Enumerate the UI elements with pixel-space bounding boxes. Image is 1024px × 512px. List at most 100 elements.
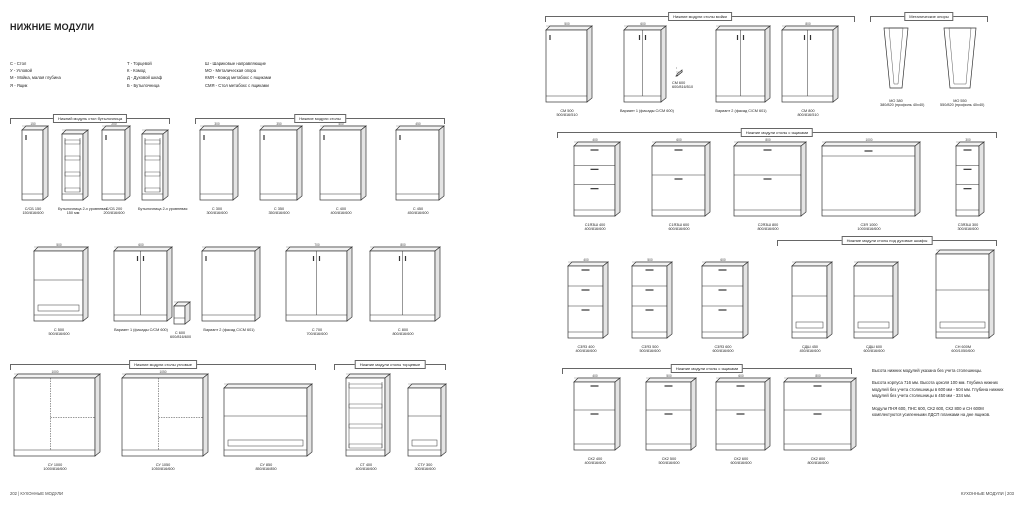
- dimension-label: 700: [314, 243, 320, 247]
- dimension-label: 500: [564, 22, 570, 26]
- cabinet-name: МО 380: [889, 99, 903, 103]
- cabinet-illustration: 1050: [121, 370, 209, 457]
- cabinet-name: СМ 600: [672, 81, 686, 85]
- cabinet-illustration: 800: [369, 243, 441, 322]
- dimension-label: 800: [815, 374, 821, 378]
- cabinet-name: СМ 500: [560, 109, 574, 113]
- section-header-drawers-2: Нижние модули столы с ящиками: [562, 364, 852, 374]
- cabinet-drawing: Вариант 2 (фасад С/СМ 601): [712, 24, 771, 122]
- cabinet-size: 450/816/600: [407, 211, 429, 216]
- legend-item: Ш - Шариковые направляющие: [205, 61, 266, 66]
- cabinet-illustration: [675, 67, 683, 77]
- cabinet-name: СДШ 600: [865, 345, 883, 349]
- cabinet-illustration: [141, 129, 169, 201]
- dimension-label: 400: [592, 374, 598, 378]
- cabinet-size: 1000/816/600: [857, 227, 881, 232]
- cabinet-name: СК2 600: [733, 457, 749, 461]
- cabinet-size: 200/816/600: [103, 211, 125, 216]
- legend-item: Я - Ящик: [10, 82, 28, 88]
- cabinet-name: С3Я3 600: [714, 345, 732, 349]
- cabinet-illustration: [935, 249, 995, 339]
- dimension-label: 350: [276, 122, 282, 126]
- cabinet-size: 550/820 (профиль 40x40): [940, 103, 985, 108]
- legend-item: МО - Металическая опора: [205, 68, 257, 74]
- cabinet-size: 800/816/600: [392, 332, 414, 337]
- page-title: НИЖНИЕ МОДУЛИ: [10, 22, 95, 32]
- cabinet-name: С/СБ 150: [24, 207, 42, 211]
- cabinet-size: 600/1050/600: [951, 349, 975, 354]
- cabinet-caption: Бутылочница 2-х уровневая: [138, 207, 187, 211]
- note-paragraph: Модули ПНЯ 600, ПНС 600, СК2 600, СК2 80…: [872, 405, 991, 418]
- cabinet-name: С 600: [174, 331, 186, 335]
- cabinet-caption: Вариант 2 (фасад С/СМ 601): [712, 109, 770, 113]
- cabinet-name: СК2 800: [810, 457, 826, 461]
- cabinet-illustration: 1000: [13, 370, 101, 457]
- legend-item: Т - Торцевой: [127, 61, 152, 66]
- page-footer: 202 | КУХОННЫЕ МОДУЛИ: [10, 491, 63, 496]
- cabinet-illustration: 1000: [821, 138, 921, 217]
- cabinet-size: 600/816/600: [170, 335, 192, 340]
- dimension-label: 800: [765, 138, 771, 142]
- cabinet-caption: Вариант 2 (фасад С/СМ 601): [198, 328, 260, 332]
- dimension-label: 200: [111, 122, 117, 126]
- cabinet-name: СУ 1000: [47, 463, 63, 467]
- cabinet-size: 600/816/510: [672, 85, 694, 90]
- cabinet-name: С 300: [211, 207, 223, 211]
- dimension-label: 800: [805, 22, 811, 26]
- legend-item: М - Мойка, малая глубина: [10, 75, 61, 81]
- legend-column-2: Т - Торцевой К - Комод Д - Духовой шкаф …: [127, 60, 162, 89]
- cabinet-size: 500/816/600: [48, 332, 70, 337]
- legend-column-1: С - Стол У - Угловой М - Мойка, малая гл…: [10, 60, 61, 89]
- notes-block: Высота нижних модулей указана без учета …: [872, 368, 1012, 424]
- cabinet-illustration: 400: [319, 122, 367, 201]
- cabinet-illustration: 500: [545, 22, 593, 103]
- cabinet-size: 800/816/510: [797, 113, 819, 118]
- cabinet-illustration: 350: [259, 122, 303, 201]
- dimension-label: 1000: [51, 370, 58, 374]
- cabinet-name: СУ 1050: [155, 463, 171, 467]
- cabinet-name: С 700: [311, 328, 323, 332]
- cabinet-size: 300/816/600: [206, 211, 228, 216]
- cabinet-size: 500/816/600: [639, 349, 661, 354]
- cabinet-name: СДШ 450: [801, 345, 819, 349]
- dimension-label: 600: [738, 374, 744, 378]
- cabinet-illustration: 400: [573, 374, 621, 451]
- cabinet-size: 380/820 (профиль 40x40): [880, 103, 925, 108]
- cabinet-size: 400/816/600: [330, 211, 352, 216]
- cabinet-name: Вариант 1 (фасады С/СМ 600): [620, 109, 674, 113]
- cabinet-name: С 800: [397, 328, 409, 332]
- cabinet-illustration: 600: [651, 138, 711, 217]
- cabinet-illustration: 600: [623, 22, 667, 103]
- cabinet-size: 600/816/600: [712, 349, 734, 354]
- cabinet-size: 300/816/600: [957, 227, 979, 232]
- cabinet-name: СК2 400: [587, 457, 603, 461]
- cabinet-name: С1Я3Ш 400: [584, 223, 606, 227]
- section-header-oven: Нижние модули столы под духовые шкафы: [777, 236, 997, 246]
